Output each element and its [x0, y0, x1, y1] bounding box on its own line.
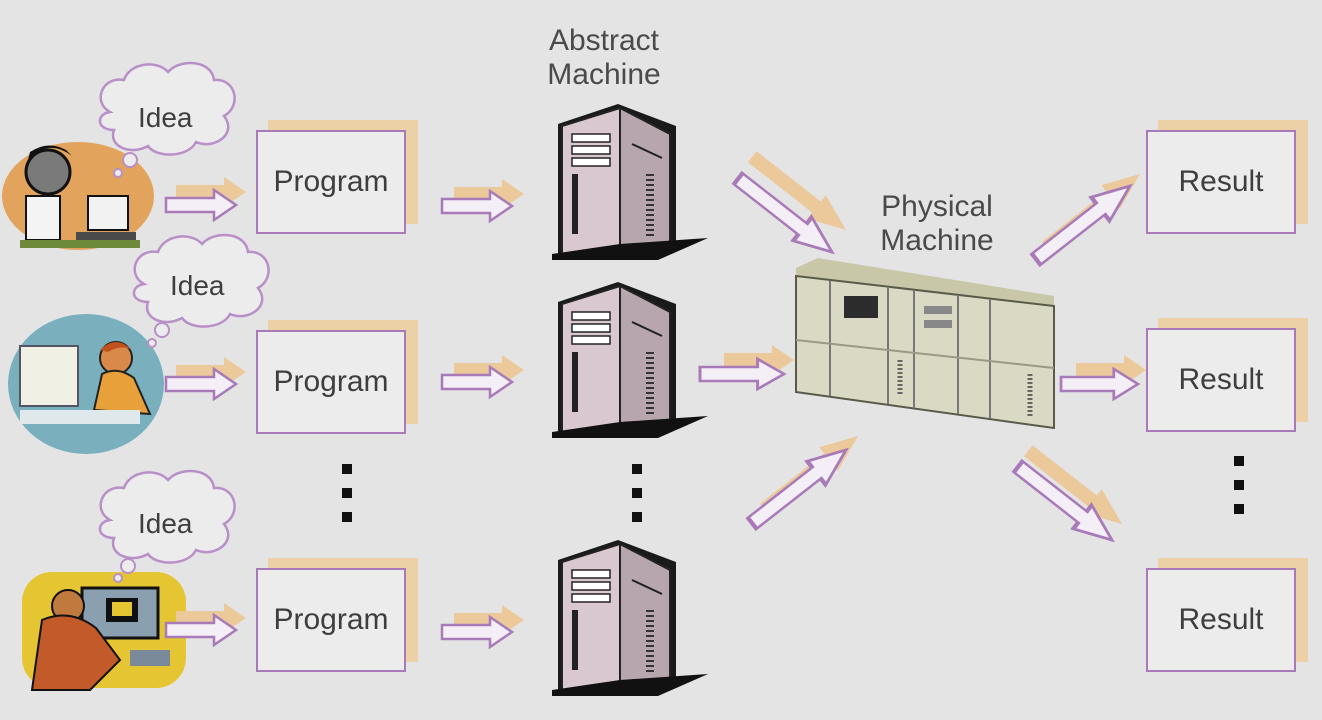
ellipsis-results [1234, 456, 1244, 528]
arrow-program-to-abstract-1 [440, 179, 524, 223]
program-box-2: Program [256, 330, 406, 434]
arrow-program-to-abstract-2 [440, 355, 524, 399]
abstract-machine-label: Abstract Machine [547, 24, 661, 91]
arrow-person-to-program-2 [164, 357, 246, 401]
ellipsis-programs [342, 464, 352, 536]
arrow-program-to-abstract-3 [440, 605, 524, 649]
result-box-2: Result [1146, 328, 1296, 432]
result-box-3: Result [1146, 568, 1296, 672]
mainframe-icon [795, 258, 1055, 430]
arrow-physical-to-result-2 [1059, 355, 1146, 401]
arrow-abstract-to-physical-2 [698, 345, 794, 391]
person-at-computer-illustration-2 [8, 314, 164, 454]
program-box-1: Program [256, 130, 406, 234]
arrow-abstract-to-physical-1 [727, 144, 856, 266]
physical-machine-label: Physical Machine [880, 190, 994, 257]
arrow-physical-to-result-3 [1007, 438, 1132, 554]
arrow-abstract-to-physical-3 [741, 424, 868, 537]
program-box-3: Program [256, 568, 406, 672]
server-icon-3 [552, 540, 708, 696]
ellipsis-abstract-machines [632, 464, 642, 536]
person-at-computer-illustration-3 [22, 572, 186, 691]
arrow-physical-to-result-1 [1025, 162, 1150, 273]
result-box-1: Result [1146, 130, 1296, 234]
server-icon-1 [552, 104, 708, 260]
server-icon-2 [552, 282, 708, 438]
arrow-person-to-program-1 [164, 177, 246, 222]
